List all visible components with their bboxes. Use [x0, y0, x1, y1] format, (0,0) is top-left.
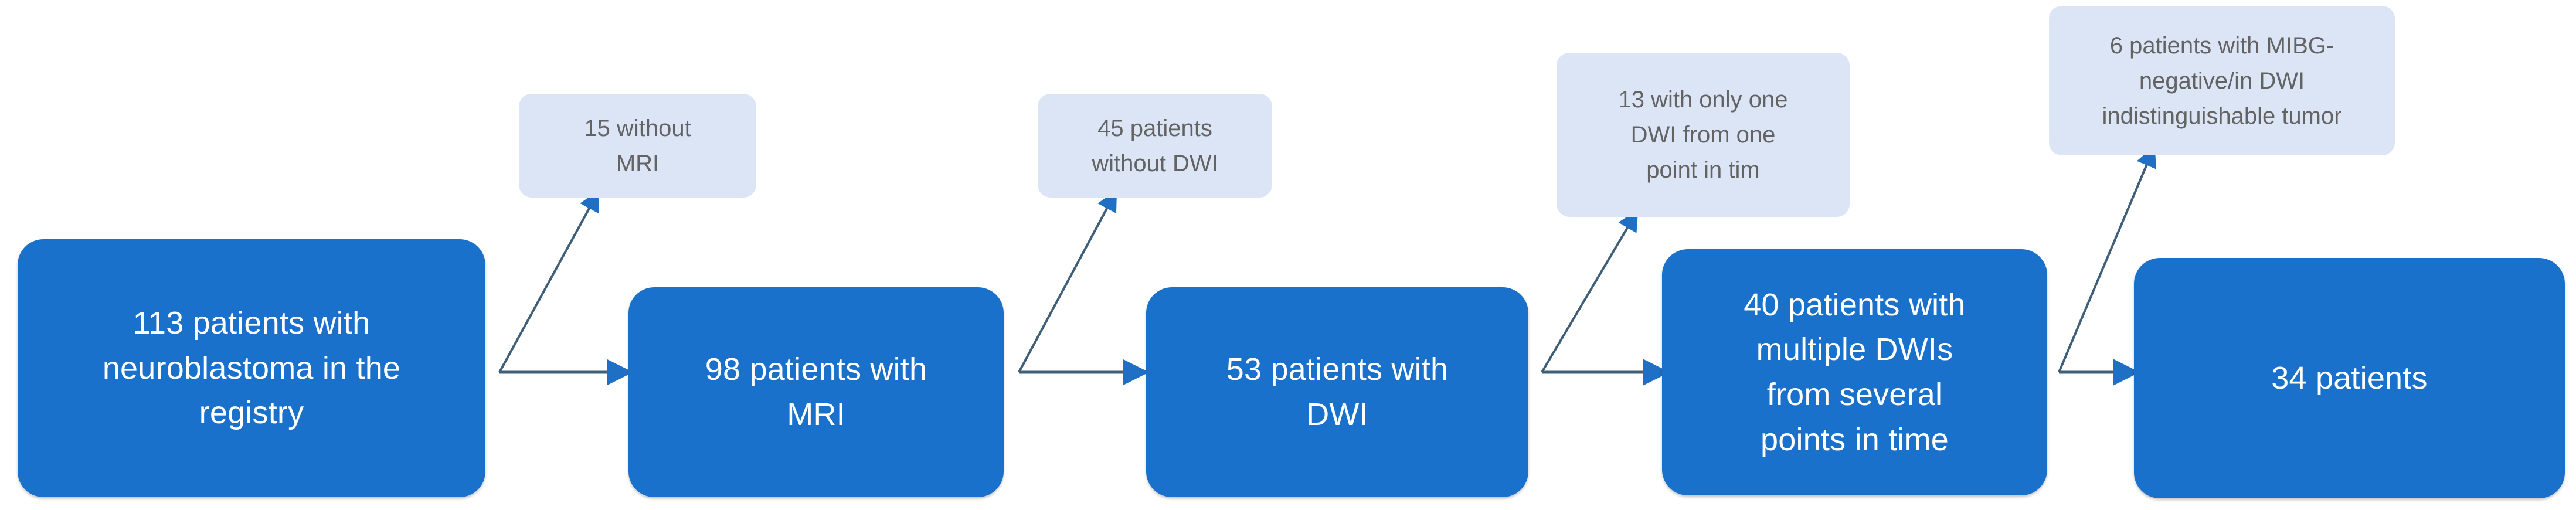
flow-node-registry[interactable]: 113 patients with neuroblastoma in the r… — [18, 239, 485, 497]
exclusion-callout-no-dwi[interactable]: 45 patients without DWI — [1038, 94, 1272, 198]
flow-node-label: 53 patients with DWI — [1226, 352, 1449, 432]
exclusion-callout-label: 6 patients with MIBG- negative/in DWI in… — [2102, 32, 2342, 129]
flow-node-label: 113 patients with neuroblastoma in the r… — [102, 305, 401, 431]
flow-node-final-cohort[interactable]: 34 patients — [2134, 258, 2565, 498]
exclusion-callout-label: 13 with only one DWI from one point in t… — [1618, 87, 1788, 183]
exclusion-callout-no-mri[interactable]: 15 without MRI — [519, 94, 756, 198]
flow-node-label: 40 patients with multiple DWIs from seve… — [1744, 287, 1966, 457]
connector-diagonal-arrow — [1018, 189, 1117, 373]
flow-node-label: 34 patients — [2271, 360, 2428, 396]
exclusion-callout-label: 45 patients without DWI — [1092, 115, 1218, 176]
flow-node-dwi[interactable]: 53 patients with DWI — [1146, 287, 1528, 497]
exclusion-callout-mibg-negative[interactable]: 6 patients with MIBG- negative/in DWI in… — [2049, 6, 2395, 155]
flow-node-mri[interactable]: 98 patients with MRI — [628, 287, 1004, 497]
flow-node-label: 98 patients with MRI — [705, 352, 927, 432]
flow-node-multiple-dwi[interactable]: 40 patients with multiple DWIs from seve… — [1662, 249, 2047, 495]
connector-diagonal-arrow — [1541, 209, 1639, 373]
exclusion-callout-label: 15 without MRI — [584, 115, 691, 176]
connector-diagonal-arrow — [498, 189, 600, 373]
exclusion-callout-single-dwi[interactable]: 13 with only one DWI from one point in t… — [1557, 53, 1850, 217]
